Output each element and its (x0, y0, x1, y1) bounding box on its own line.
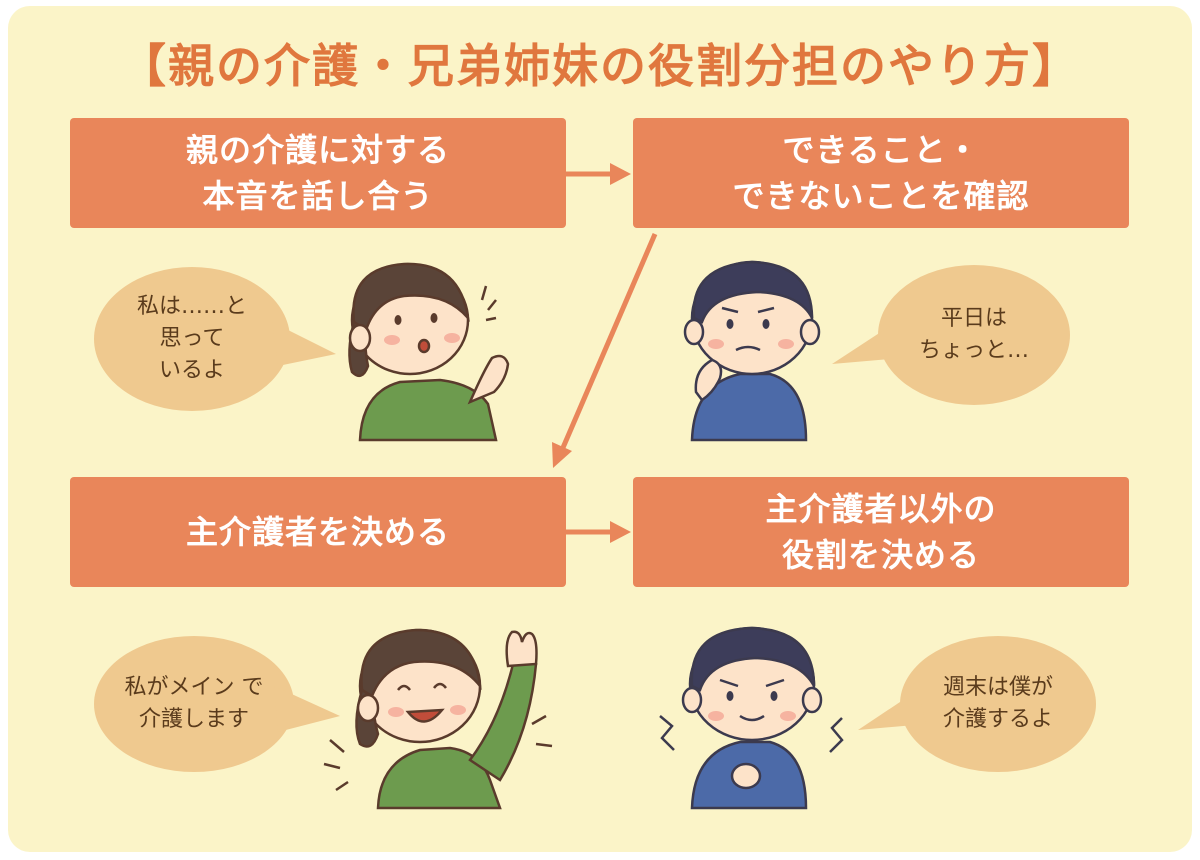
bubble-shape (94, 636, 340, 772)
bubble-shape (858, 636, 1096, 772)
arrow-diagonal (552, 233, 658, 468)
bubble-line: ちょっと… (918, 338, 1029, 363)
arrow-right-bottom (566, 521, 631, 543)
bubble-line: 介護します (138, 707, 249, 732)
step-box-confirm: できること・ できないことを確認 (633, 118, 1129, 228)
bubble-shape (94, 267, 336, 411)
page-title: 【親の介護・兄弟姉妹の役割分担のやり方】 (120, 39, 1080, 93)
speech-bubble-honest-talk: 私は……と 思って いるよ (92, 264, 338, 414)
step-line: 主介護者以外の (765, 490, 997, 528)
bubble-line: 週末は僕が (942, 675, 1053, 700)
bubble-line: 思って (159, 326, 225, 351)
step-line: できること・ (782, 131, 980, 169)
step-box-talk: 親の介護に対する 本音を話し合う (70, 118, 566, 228)
bubble-shape (832, 265, 1070, 405)
speech-bubble-weekdays: 平日は ちょっと… (832, 262, 1072, 408)
woman-character-raising-hand (323, 628, 553, 810)
step-line: 本音を話し合う (202, 177, 434, 215)
bubble-line: 平日は (940, 306, 1007, 331)
bubble-line: 私がメイン で (124, 675, 264, 700)
arrow-right-top (566, 163, 631, 185)
speech-bubble-weekends: 週末は僕が 介護するよ (858, 632, 1098, 776)
step-line: 親の介護に対する (185, 131, 450, 169)
step-line: 主介護者を決める (185, 513, 450, 551)
speech-bubble-main-caregiver: 私がメイン で 介護します (92, 632, 342, 776)
bubble-line: 私は……と (136, 294, 247, 319)
man-character-determined (659, 626, 844, 810)
step-box-main-caregiver: 主介護者を決める (70, 477, 566, 587)
man-character-worried (683, 260, 821, 442)
bubble-line: 介護するよ (942, 707, 1053, 732)
step-box-other-roles: 主介護者以外の 役割を決める (633, 477, 1129, 587)
woman-character-talking (348, 262, 510, 442)
step-line: できないことを確認 (732, 177, 1030, 215)
step-line: 役割を決める (781, 536, 980, 574)
bubble-line: いるよ (158, 358, 225, 383)
